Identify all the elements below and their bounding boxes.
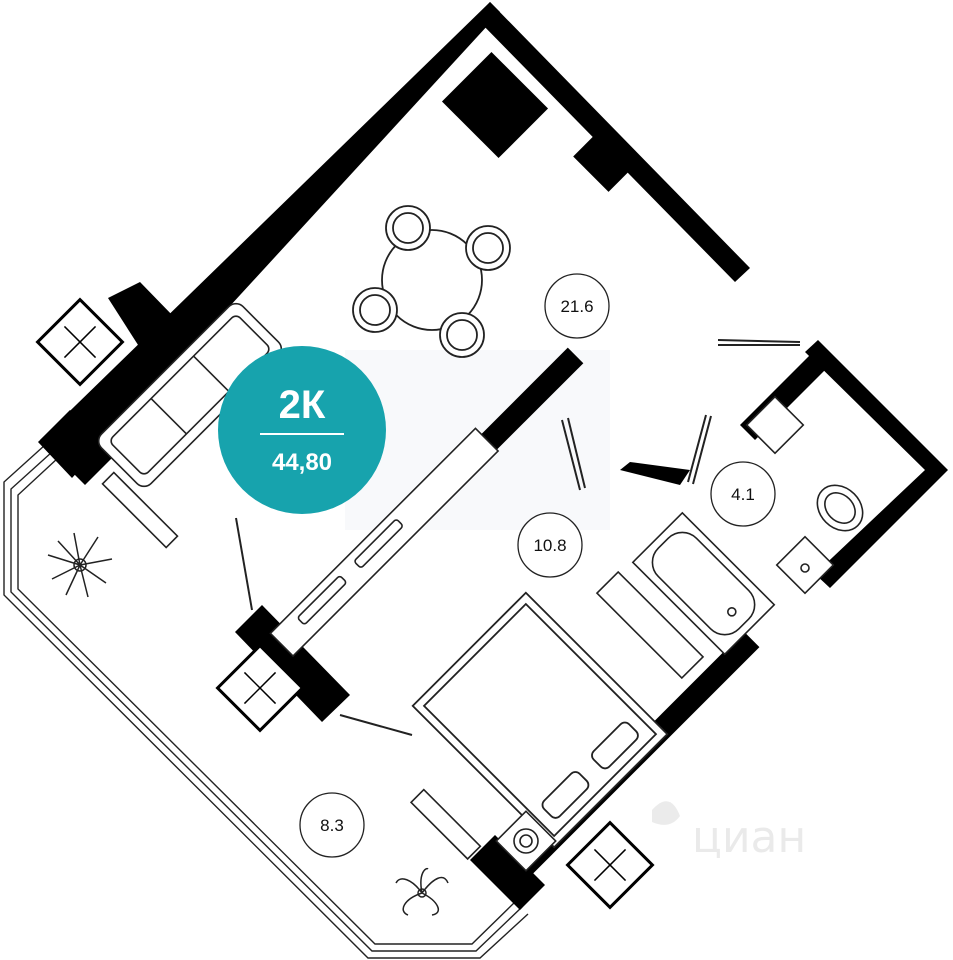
wall-bath-west xyxy=(620,462,690,485)
room-label-bathroom: 4.1 xyxy=(710,461,776,527)
apartment-area: 44,80 xyxy=(272,449,332,476)
toilet xyxy=(816,484,864,532)
wall-east xyxy=(805,340,948,588)
sofa xyxy=(97,302,283,488)
wall-pier xyxy=(441,51,549,159)
sink xyxy=(775,535,835,595)
room-area-bedroom: 10.8 xyxy=(533,536,566,555)
plant-icon xyxy=(47,532,113,598)
door-lines xyxy=(235,339,801,736)
room-label-bedroom: 10.8 xyxy=(517,512,583,578)
wardrobe xyxy=(595,570,705,680)
side-table xyxy=(101,471,179,549)
plant-icon-2 xyxy=(395,867,449,916)
room-area-living: 21.6 xyxy=(560,297,593,316)
room-area-balcony: 8.3 xyxy=(320,816,344,835)
apartment-badge: 2К 44,80 xyxy=(218,346,386,514)
washing-machine xyxy=(495,810,557,872)
window-partition xyxy=(215,643,305,733)
badge-circle xyxy=(218,346,386,514)
balcony-shelf xyxy=(409,788,482,861)
bed xyxy=(411,591,669,849)
wall-west-stub xyxy=(40,410,115,485)
window-south xyxy=(565,820,655,910)
watermark-text: циан xyxy=(692,812,806,863)
dining-table xyxy=(352,205,511,358)
utility-box xyxy=(745,395,805,455)
watermark-logo-icon xyxy=(652,801,680,825)
room-label-living: 21.6 xyxy=(544,273,610,339)
watermark: циан xyxy=(652,801,806,863)
kitchen-counter xyxy=(269,427,500,658)
room-label-balcony: 8.3 xyxy=(299,792,365,858)
room-area-bathroom: 4.1 xyxy=(731,485,755,504)
wall-pier-2 xyxy=(573,128,637,192)
apartment-type: 2К xyxy=(279,383,326,427)
window-west xyxy=(35,297,125,387)
wall-corner-nw xyxy=(108,282,175,348)
wall-south-corner xyxy=(470,835,545,910)
wall-northwest xyxy=(38,2,500,478)
wall-partition-end xyxy=(235,605,350,722)
balcony-railing xyxy=(3,444,529,959)
bathtub xyxy=(631,511,776,656)
